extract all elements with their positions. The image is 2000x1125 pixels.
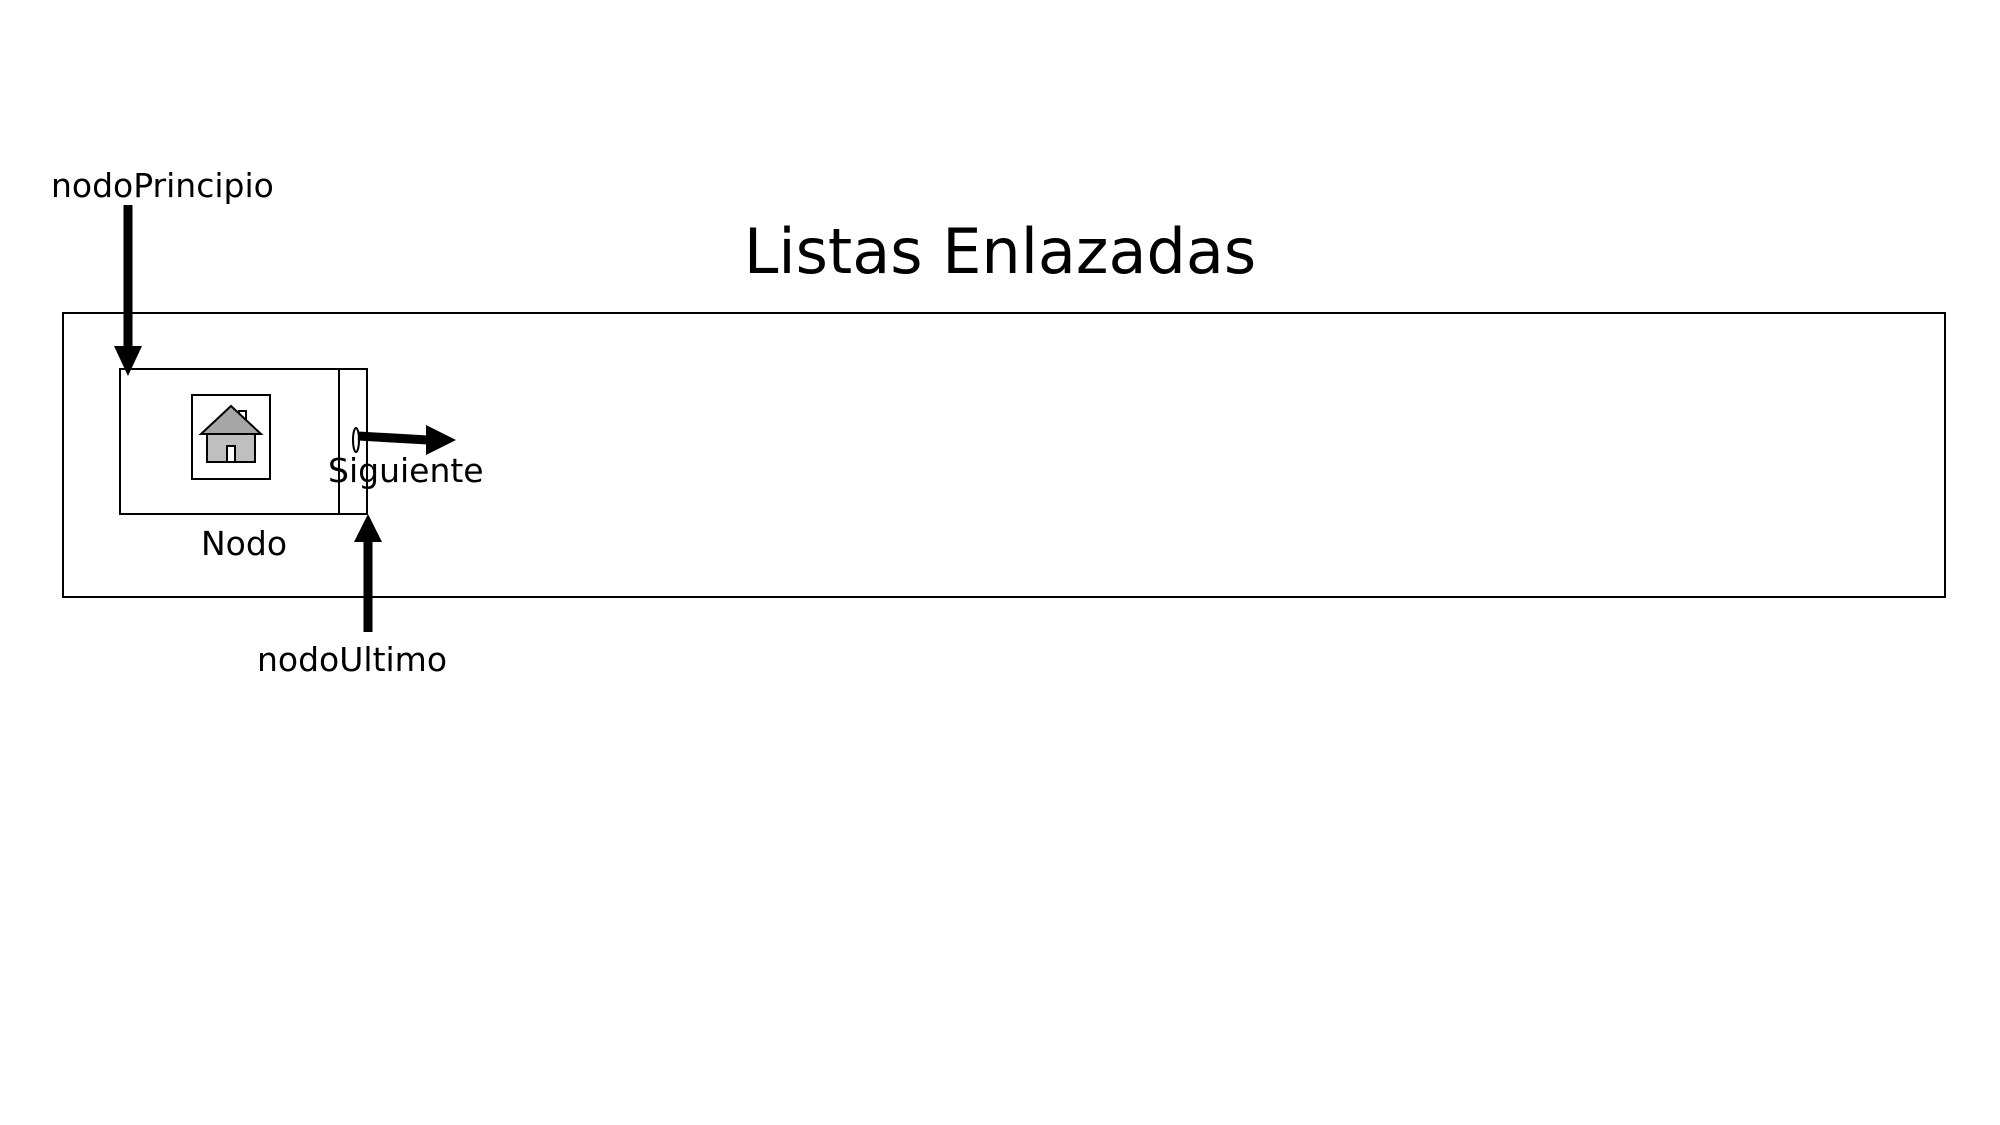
home-icon [198, 404, 264, 463]
diagram-title: Listas Enlazadas [743, 215, 1257, 288]
tail-pointer-label: nodoUltimo [257, 640, 448, 679]
node-box [119, 368, 340, 515]
next-pointer-field [338, 368, 368, 515]
head-pointer-label: nodoPrincipio [51, 166, 274, 205]
next-label: Siguiente [328, 451, 484, 490]
node-label: Nodo [201, 524, 288, 563]
list-container [62, 312, 1946, 598]
